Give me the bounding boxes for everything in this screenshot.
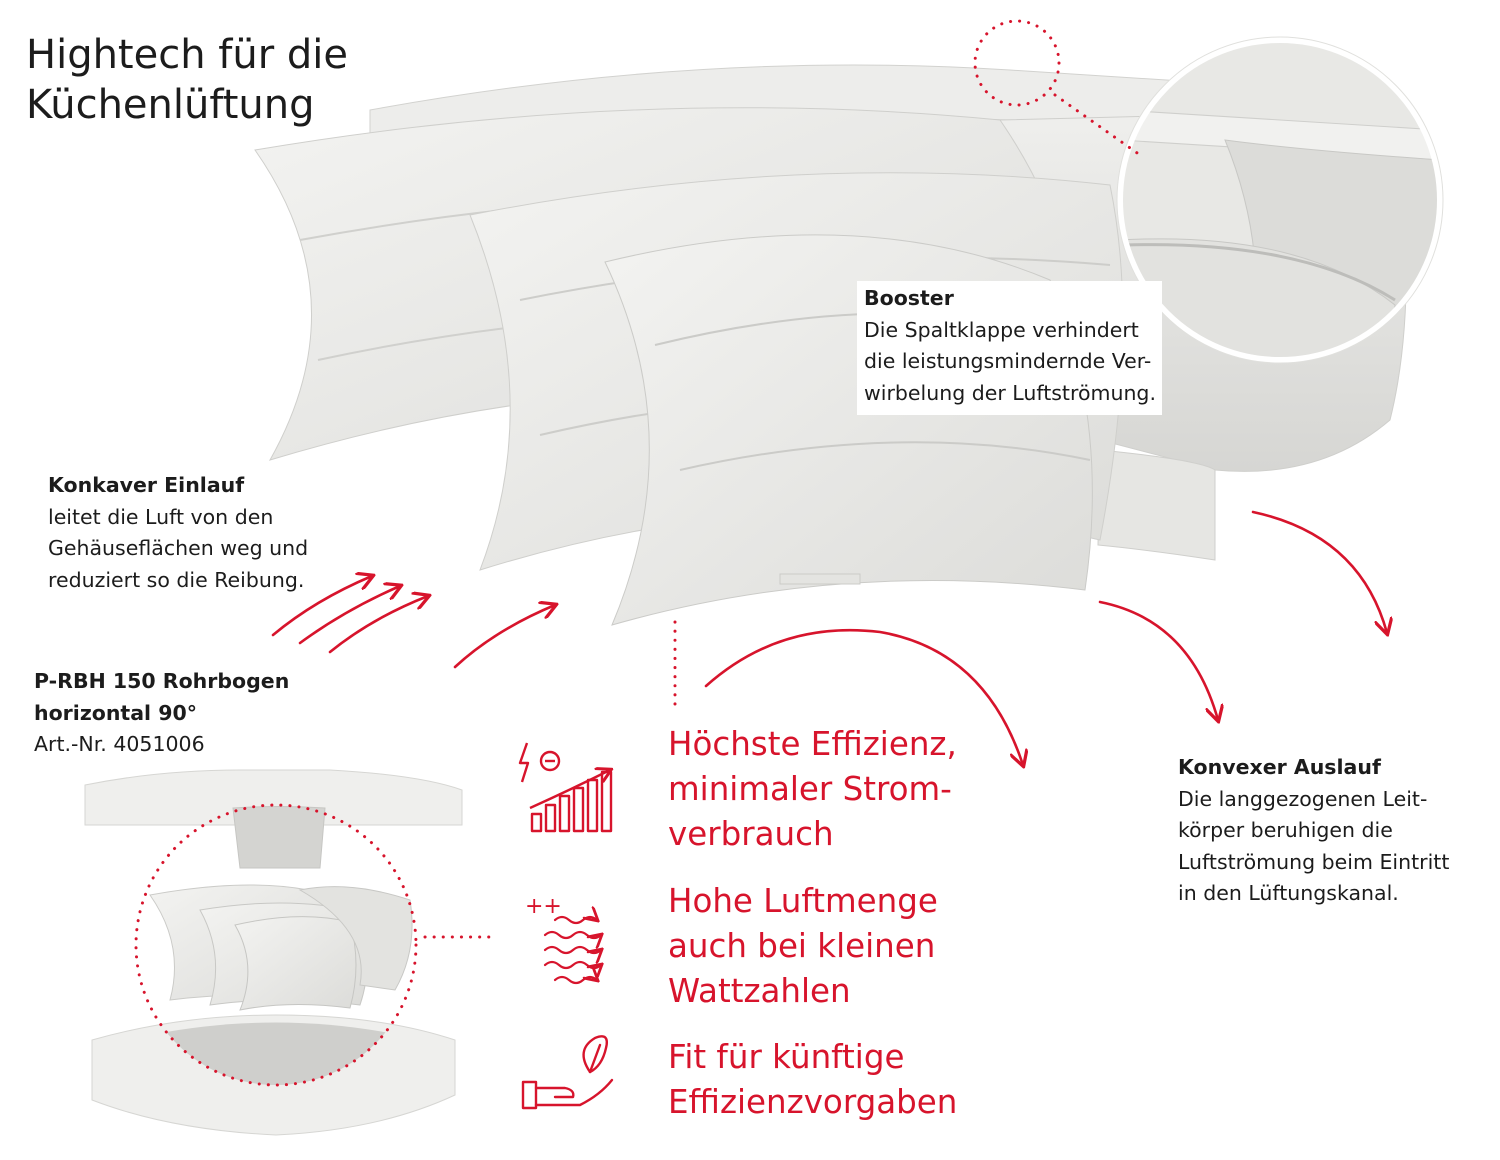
benefit-line: Hohe Luftmenge: [668, 882, 938, 920]
flow-arrows: [271, 510, 1387, 765]
benefit-line: Wattzahlen: [668, 972, 851, 1010]
product-info: P-RBH 150 Rohrbogen horizontal 90° Art.-…: [34, 666, 289, 761]
konkav-heading: Konkaver Einlauf: [48, 473, 245, 497]
page-title: Hightech für die Küchenlüftung: [26, 30, 348, 130]
benefit-airflow: Hohe Luftmenge auch bei kleinen Wattzahl…: [668, 879, 938, 1014]
booster-zoom-detail: [1116, 36, 1444, 364]
product-assembly-render: [84, 769, 463, 1136]
airflow-waves-icon: ++: [525, 894, 601, 985]
energy-efficiency-chart-icon: [518, 742, 611, 833]
leaf-hand-icon: [521, 1035, 614, 1110]
benefit-line: Fit für künftige: [668, 1038, 905, 1076]
benefit-line: verbrauch: [668, 815, 834, 853]
title-line-2: Küchenlüftung: [26, 82, 315, 128]
benefit-line: Effizienzvorgaben: [668, 1083, 958, 1121]
konvex-text: Die langgezogenen Leit- körper beruhigen…: [1178, 786, 1450, 906]
benefit-line: auch bei kleinen: [668, 927, 936, 965]
konvex-callout: Konvexer Auslauf Die langgezogenen Leit-…: [1178, 752, 1449, 910]
booster-callout: Booster Die Spaltklappe verhindert die l…: [857, 281, 1162, 415]
plus-plus-glyph: ++: [525, 894, 562, 919]
konkav-callout: Konkaver Einlauf leitet die Luft von den…: [48, 470, 308, 596]
benefit-line: minimaler Strom-: [668, 770, 952, 808]
assembly-marker-circle: [134, 803, 418, 1087]
guide-vanes-render: [254, 64, 1407, 626]
booster-heading: Booster: [864, 286, 954, 310]
booster-text: Die Spaltklappe verhindert die leistungs…: [864, 317, 1156, 405]
product-name-line-2: horizontal 90°: [34, 700, 197, 725]
product-name-line-1: P-RBH 150 Rohrbogen: [34, 669, 290, 693]
benefit-efficiency: Höchste Effizienz, minimaler Strom- verb…: [668, 722, 957, 857]
title-line-1: Hightech für die: [26, 32, 348, 78]
konvex-heading: Konvexer Auslauf: [1178, 755, 1381, 779]
product-article-number: Art.-Nr. 4051006: [34, 732, 205, 756]
benefit-line: Höchste Effizienz,: [668, 725, 957, 763]
konkav-text: leitet die Luft von den Gehäuseflächen w…: [48, 504, 309, 592]
benefit-future-proof: Fit für künftige Effizienzvorgaben: [668, 1035, 957, 1125]
booster-marker-circle: [973, 19, 1061, 107]
